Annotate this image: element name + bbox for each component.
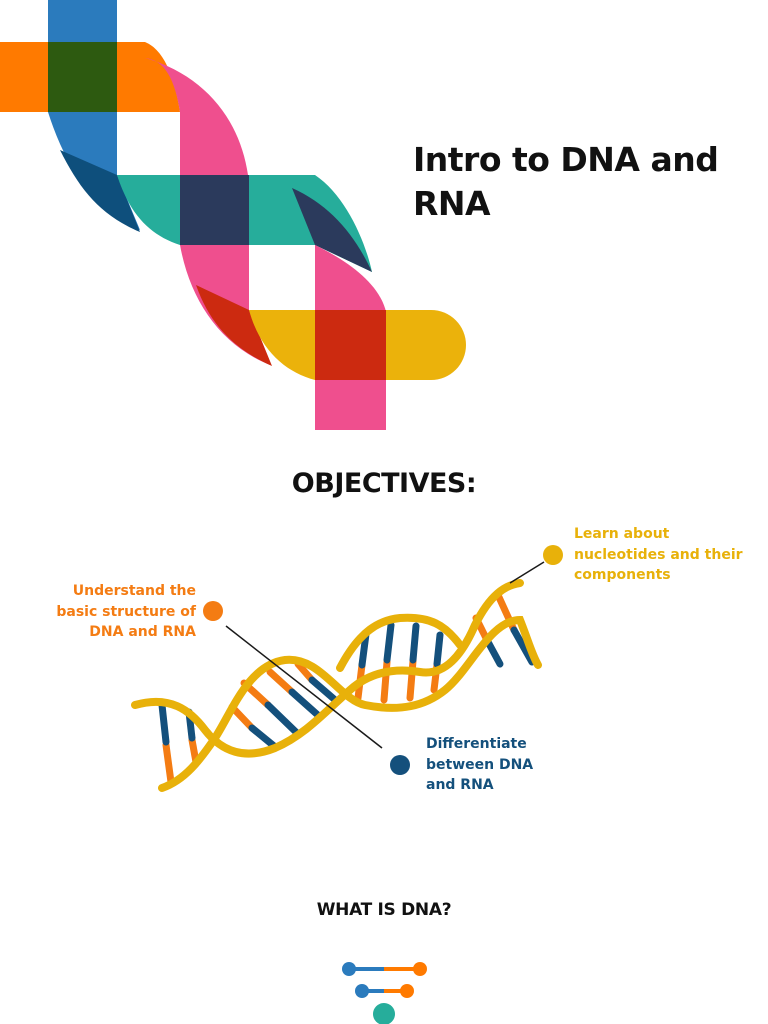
objective-marker-blue [390, 755, 410, 775]
ribbon-overlap-red [315, 310, 386, 380]
objective-marker-yellow [543, 545, 563, 565]
objective-nucleotides: Learn about nucleotides and their compon… [574, 526, 743, 583]
pointer-line [225, 625, 383, 749]
rung-blue [358, 630, 370, 669]
rung-orange [294, 660, 316, 684]
section-heading: WHAT IS DNA? [316, 900, 452, 920]
ribbon-blue-top [48, 0, 117, 44]
ribbon-overlap-navy [180, 175, 249, 245]
ribbon-overlap-green [48, 42, 117, 112]
objective-structure: Understand the basic structure of DNA an… [56, 583, 196, 640]
pointer-line [509, 561, 545, 584]
rung-orange [266, 668, 296, 696]
molecule-atom [400, 984, 414, 998]
rung-orange [162, 741, 175, 786]
objective-marker-orange [203, 601, 223, 621]
rung-blue [158, 701, 170, 746]
backbone-strand-c [336, 613, 464, 672]
backbone-strand-b [158, 615, 542, 792]
helix-ribbon-art [0, 0, 466, 430]
objective-differentiate: Differentiate between DNA and RNA [426, 736, 534, 793]
rung-blue [433, 631, 444, 668]
rung-blue [510, 626, 536, 666]
ribbon-gap [249, 245, 315, 310]
molecule-atom [342, 962, 356, 976]
ribbon-blue-dark [60, 150, 140, 232]
rung-blue [409, 622, 420, 664]
rung-blue [248, 724, 278, 750]
backbone-strand-a [131, 579, 524, 758]
rung-blue [383, 621, 395, 664]
ribbon-pink-arc [145, 58, 248, 175]
objectives-heading: OBJECTIVES: [291, 468, 477, 499]
ribbon-navy-tip [292, 188, 372, 272]
ribbon-gap [117, 112, 180, 175]
helix-backbone [131, 579, 542, 792]
dna-objectives-diagram [131, 545, 563, 792]
rung-blue [483, 636, 504, 668]
ribbon-orange-curve [117, 42, 180, 112]
rung-blue [308, 676, 338, 703]
rung-blue [264, 701, 302, 738]
molecule-atom [413, 962, 427, 976]
ribbon-red-curve [196, 285, 272, 366]
rung-blue [288, 688, 324, 721]
molecule-atom [373, 1003, 395, 1024]
molecule-atom [355, 984, 369, 998]
page-title: Intro to DNA and RNA [413, 140, 719, 223]
